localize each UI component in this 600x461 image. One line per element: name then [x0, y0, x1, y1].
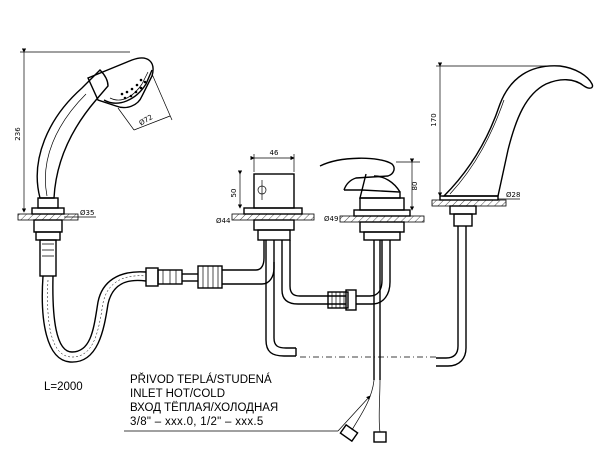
dim-spout: 170 Ø28 [430, 62, 560, 200]
dim-label-28: Ø28 [506, 191, 520, 199]
inlet-sizes-label: 3/8" – xxx.0, 1/2" – xxx.5 [130, 416, 264, 428]
inlet-note: PŘIVOD TEPLÁ/STUDENÁ INLET HOT/COLD ВХОД… [124, 373, 371, 432]
inlet-label-cz: PŘIVOD TEPLÁ/STUDENÁ [130, 373, 272, 386]
dim-label-44: Ø44 [216, 217, 231, 225]
dim-shower-base: Ø35 [64, 209, 96, 218]
spray-nozzles [120, 78, 147, 100]
hand-shower [17, 57, 154, 277]
diverter [222, 173, 326, 357]
dim-label-170: 170 [430, 113, 438, 126]
dim-mixer: Ø49 80 [324, 158, 420, 223]
dim-label-50: 50 [230, 189, 238, 198]
dim-label-46: 46 [270, 149, 279, 157]
shower-hose [41, 265, 223, 363]
spout [295, 65, 594, 367]
dim-label-35: Ø35 [80, 209, 94, 217]
dim-diverter: 46 50 Ø44 [216, 149, 295, 225]
inlet-label-en: INLET HOT/COLD [130, 388, 225, 400]
dim-label-49: Ø49 [324, 215, 338, 223]
dim-label-80: 80 [411, 182, 419, 191]
dim-label-236: 236 [14, 127, 22, 141]
inlet-label-ru: ВХОД ТЁПЛАЯ/ХОЛОДНАЯ [130, 402, 278, 414]
hose-length-label: L=2000 [44, 381, 83, 393]
mixer-body [319, 157, 425, 443]
dim-handshower-height: 236 [14, 48, 130, 213]
